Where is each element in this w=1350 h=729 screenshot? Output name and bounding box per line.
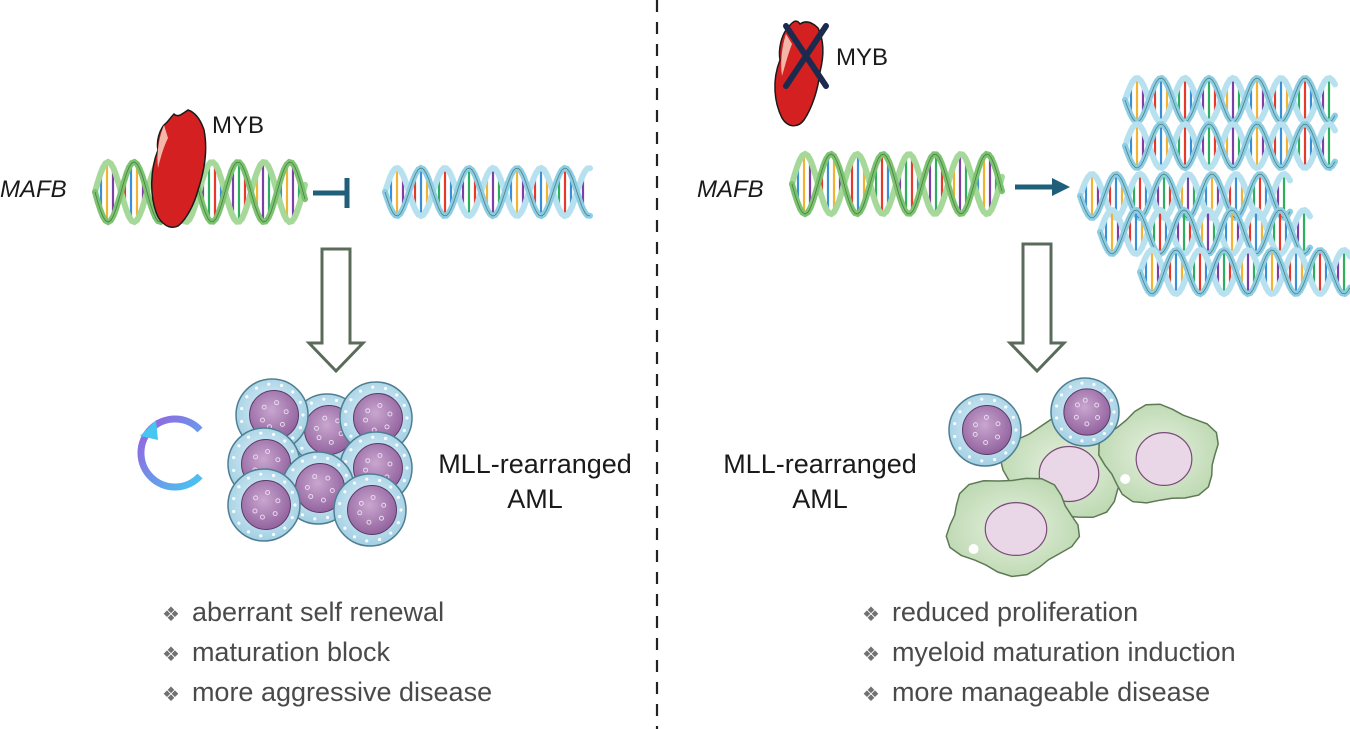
blast-cell bbox=[948, 393, 1022, 467]
blast-cell bbox=[333, 473, 407, 547]
activation-arrow bbox=[1015, 178, 1070, 196]
blast-cell bbox=[227, 468, 301, 542]
inhibition-arrow bbox=[313, 178, 350, 208]
cell-label-right-line2: AML bbox=[792, 484, 848, 514]
blast-cell bbox=[235, 378, 309, 452]
mature-cell bbox=[1098, 403, 1219, 504]
outcome-item: ❖aberrant self renewal bbox=[162, 597, 445, 627]
blast-cell-cluster bbox=[227, 378, 413, 547]
gene-label-left: MAFB bbox=[0, 176, 67, 203]
cross-mark-icon bbox=[783, 23, 829, 89]
cell-label-right: MLL-rearranged AML bbox=[710, 447, 930, 517]
mature-cell bbox=[945, 477, 1081, 578]
bullet-icon: ❖ bbox=[862, 644, 880, 666]
bullet-icon: ❖ bbox=[862, 604, 880, 626]
circular-arrow-icon bbox=[137, 415, 203, 491]
block-arrow-left bbox=[305, 247, 367, 374]
gene-dna-right bbox=[789, 150, 1005, 218]
cell-label-left-line2: AML bbox=[507, 484, 563, 514]
outcome-list-left: ❖aberrant self renewal ❖maturation block… bbox=[162, 594, 492, 714]
bullet-icon: ❖ bbox=[162, 644, 180, 666]
target-dna-copies bbox=[1077, 74, 1350, 298]
cell-label-left-line1: MLL-rearranged bbox=[438, 449, 632, 479]
cell-label-left: MLL-rearranged AML bbox=[425, 447, 645, 517]
protein-label-right: MYB bbox=[836, 44, 889, 71]
outcome-item: ❖more aggressive disease bbox=[162, 677, 493, 707]
outcome-item: ❖myeloid maturation induction bbox=[862, 637, 1236, 667]
outcome-item: ❖maturation block bbox=[162, 637, 391, 667]
outcome-item: ❖reduced proliferation bbox=[862, 597, 1139, 627]
gene-label-right: MAFB bbox=[697, 176, 764, 203]
block-arrow-right bbox=[1006, 242, 1068, 374]
bullet-icon: ❖ bbox=[162, 684, 180, 706]
outcome-item: ❖more manageable disease bbox=[862, 677, 1211, 707]
cell-label-right-line1: MLL-rearranged bbox=[723, 449, 917, 479]
bullet-icon: ❖ bbox=[162, 604, 180, 626]
mature-cell-cluster bbox=[945, 377, 1219, 578]
bullet-icon: ❖ bbox=[862, 684, 880, 706]
outcome-list-right: ❖reduced proliferation ❖myeloid maturati… bbox=[862, 594, 1236, 714]
protein-label-left: MYB bbox=[212, 112, 265, 139]
myb-protein-bound bbox=[150, 109, 207, 228]
target-dna-left bbox=[382, 164, 593, 220]
blast-cell bbox=[1050, 377, 1120, 447]
